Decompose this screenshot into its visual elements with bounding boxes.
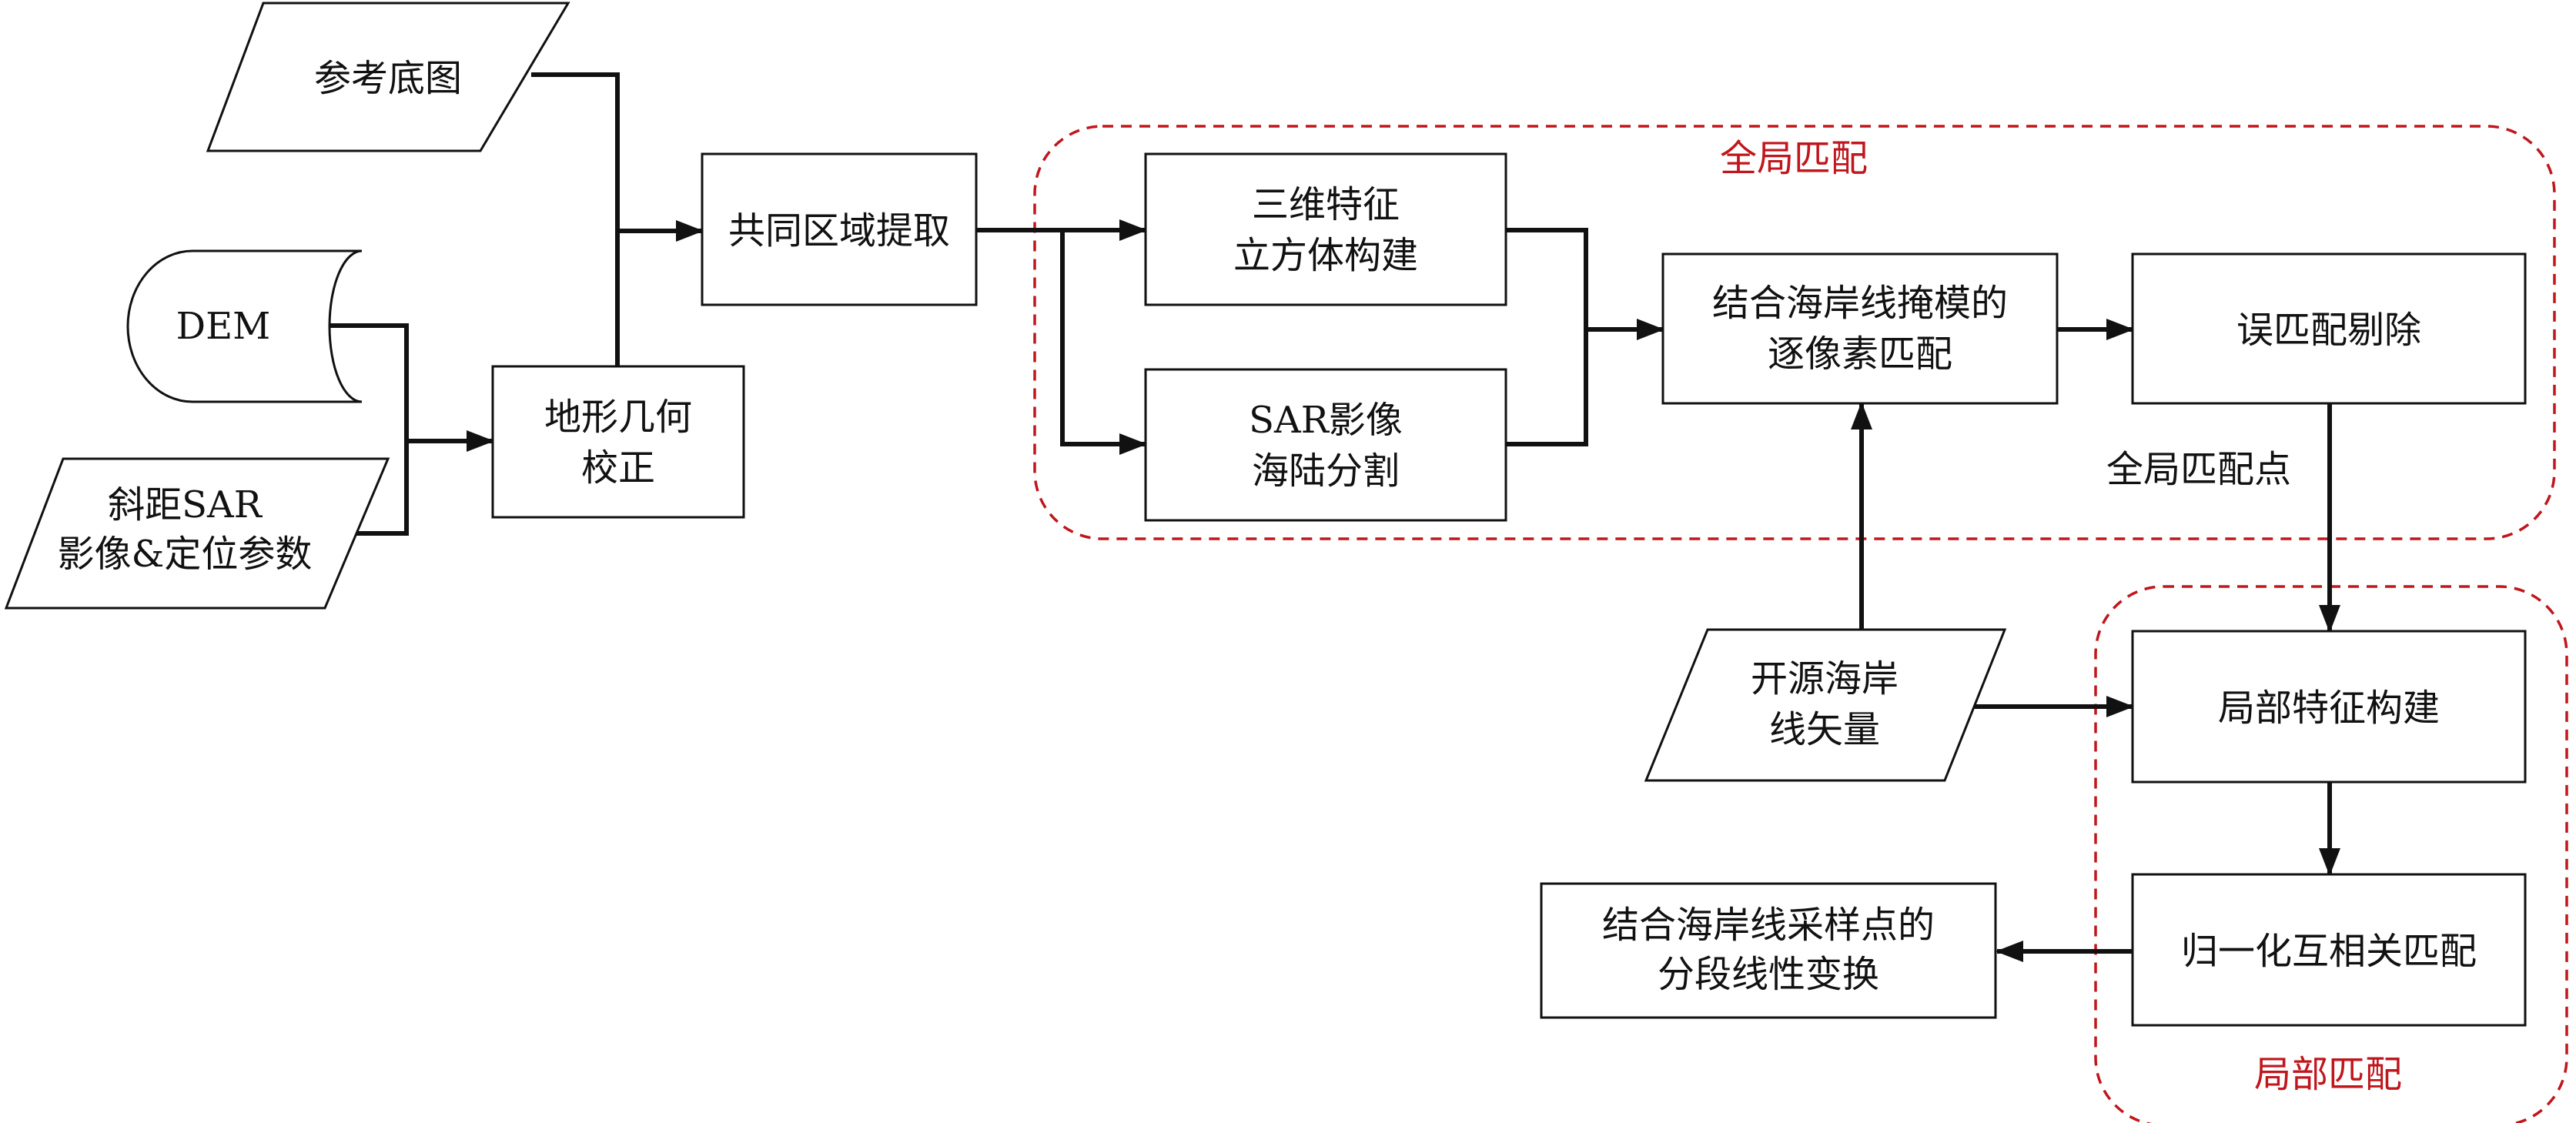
node-local-feature: 局部特征构建 [2131,630,2527,784]
local-feature-label: 局部特征构建 [2218,687,2440,730]
pixel-match-label-line2: 逐像素匹配 [1768,333,1952,376]
node-slant-sar: 斜距SAR 影像&定位参数 [4,457,390,610]
group-global-matching: 全局匹配 [1033,125,2556,540]
node-piecewise-transform: 结合海岸线采样点的 分段线性变换 [1540,882,1997,1019]
common-region-label: 共同区域提取 [728,209,950,252]
edges [325,72,2340,962]
node-feature-cube: 三维特征 立方体构建 [1144,152,1507,306]
group-global-label: 全局匹配 [1720,137,1868,180]
node-open-coastline: 开源海岸 线矢量 [1644,628,2007,782]
node-dem: DEM [126,249,363,403]
edge-cube-to-match [1506,228,1664,340]
edge-common-to-seg [1060,230,1147,455]
node-terrain-correction: 地形几何 校正 [491,365,745,519]
pixel-match-label-line1: 结合海岸线掩模的 [1712,282,2008,325]
mismatch-removal-label: 误匹配剔除 [2236,309,2421,352]
sea-land-seg-label-line2: 海陆分割 [1252,450,1400,493]
edge-label-global-points: 全局匹配点 [2106,448,2291,491]
node-sea-land-seg: SAR影像 海陆分割 [1144,368,1507,522]
feature-cube-label-line2: 立方体构建 [1233,234,1418,277]
reference-map-label: 参考底图 [314,57,462,100]
piecewise-transform-label-line2: 分段线性变换 [1658,953,1879,996]
ncc-match-label: 归一化互相关匹配 [2181,930,2477,973]
node-mismatch-removal: 误匹配剔除 [2131,252,2527,405]
terrain-correction-label-line1: 地形几何 [544,396,692,439]
group-local-label: 局部匹配 [2254,1053,2402,1096]
feature-cube-label-line1: 三维特征 [1252,183,1400,226]
edge-dem-to-terrain [325,323,494,452]
piecewise-transform-label-line1: 结合海岸线采样点的 [1602,904,1935,947]
open-coastline-label-line1: 开源海岸 [1751,657,1899,700]
sea-land-seg-label-line1: SAR影像 [1249,399,1403,442]
slant-sar-label-line1: 斜距SAR [108,483,263,526]
node-common-region: 共同区域提取 [701,152,978,306]
edge-seg-to-match [1506,329,1588,446]
slant-sar-label-line2: 影像&定位参数 [58,533,313,576]
node-pixel-match: 结合海岸线掩模的 逐像素匹配 [1661,252,2059,405]
node-reference-map: 参考底图 [206,2,570,152]
terrain-correction-label-line2: 校正 [581,446,655,490]
node-ncc-match: 归一化互相关匹配 [2131,873,2527,1027]
edge-sar-to-terrain [354,441,409,536]
dem-label: DEM [176,305,271,348]
open-coastline-label-line2: 线矢量 [1769,708,1880,751]
edge-reference-to-common [531,72,704,242]
